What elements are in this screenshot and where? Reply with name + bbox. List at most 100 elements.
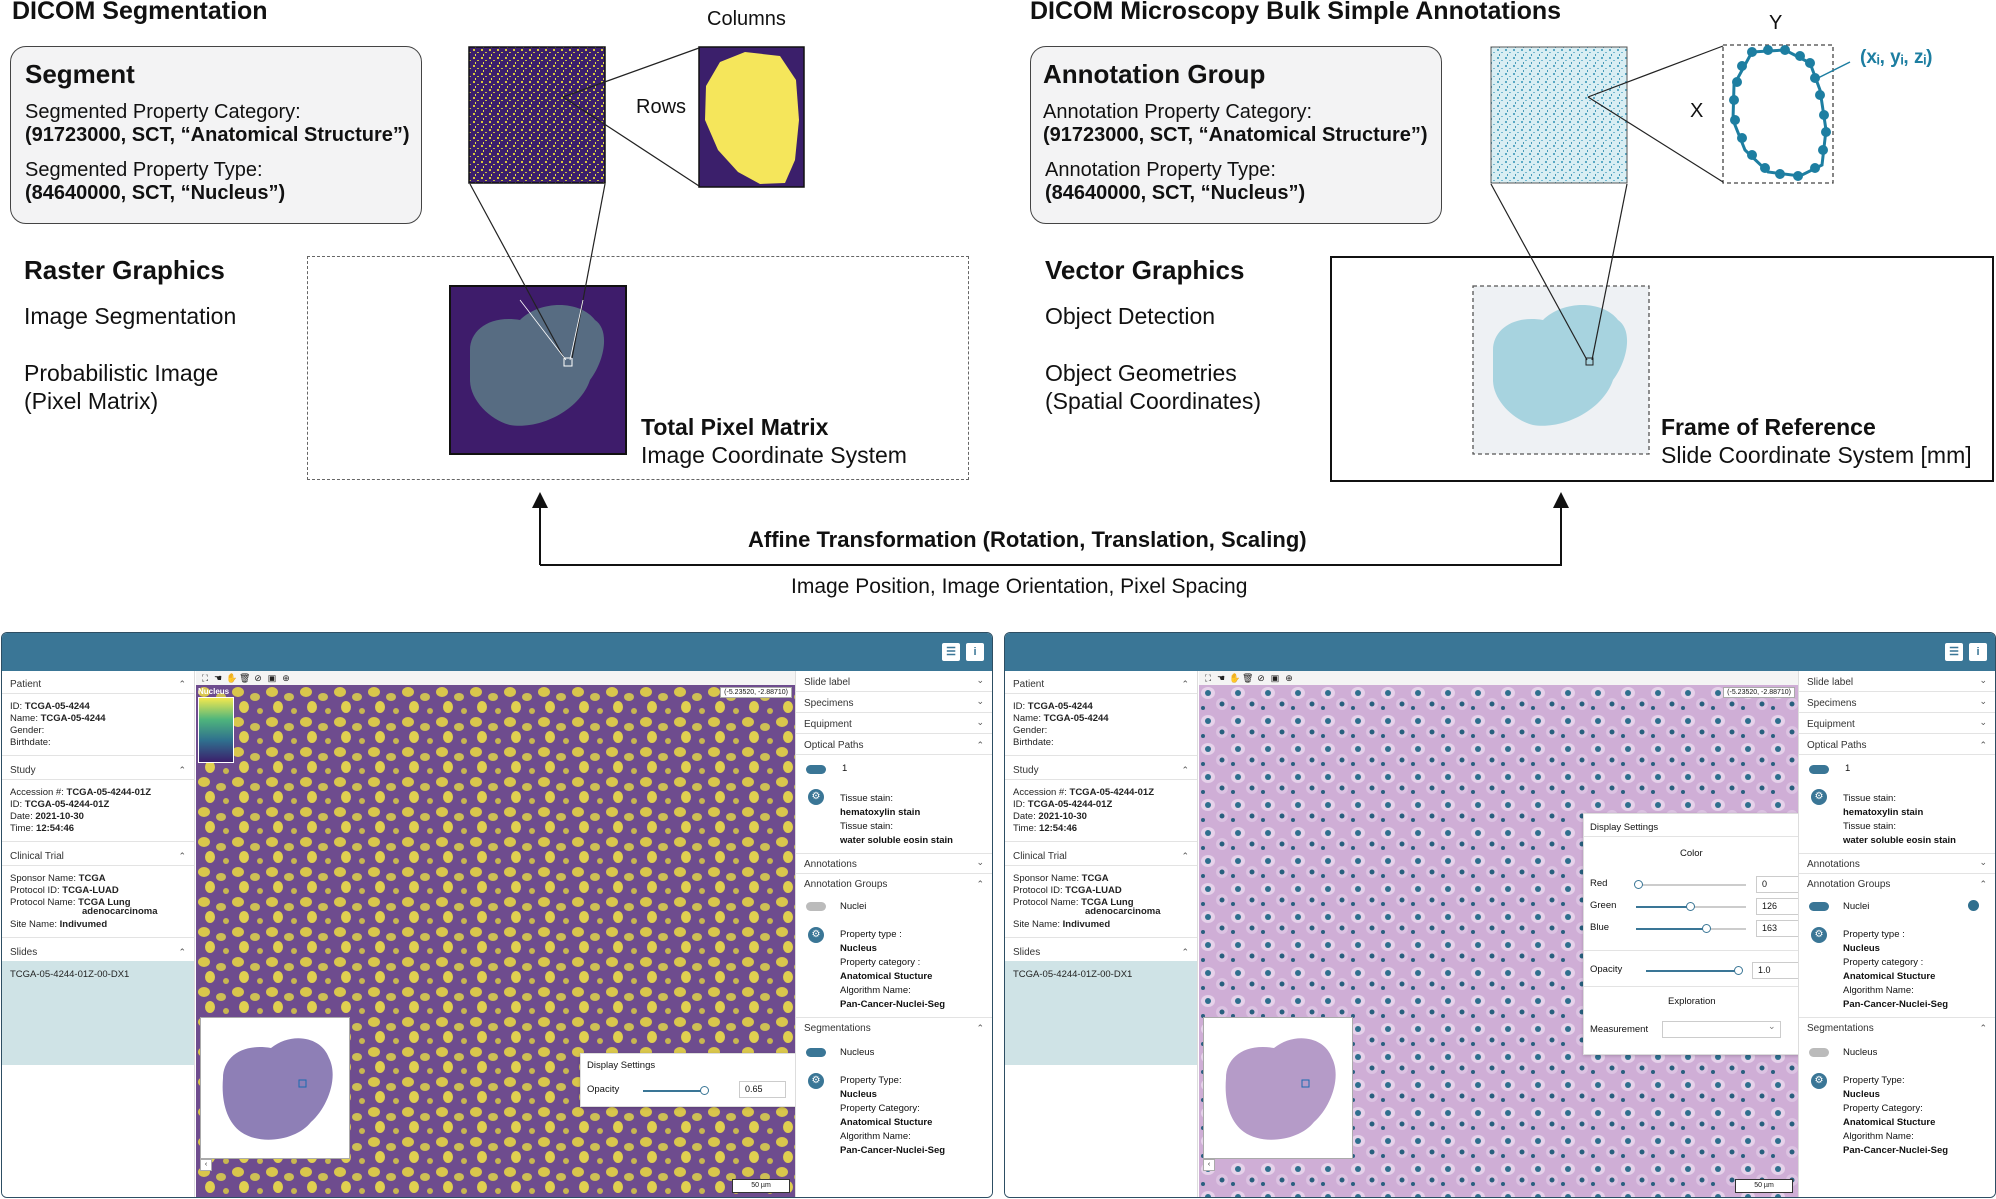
segmentations-section[interactable]: Segmentations [1807,1023,1874,1034]
seg-title: DICOM Segmentation [12,0,268,25]
annotations-section[interactable]: Annotations [1807,859,1860,870]
opacity-slider-knob[interactable] [700,1086,709,1095]
equipment-section[interactable]: Equipment [804,719,852,730]
chevron-up-icon[interactable]: ⌃ [1979,879,1987,889]
overview-map[interactable] [200,1017,350,1159]
chevron-up-icon[interactable]: ⌃ [976,740,984,750]
settings-gear-icon[interactable]: ⚙ [1811,1073,1827,1089]
hide-icon[interactable]: ⊘ [254,673,262,683]
info-icon[interactable]: i [1969,643,1987,661]
opacity-slider-knob[interactable] [1734,966,1743,975]
measurement-select[interactable] [1662,1021,1781,1038]
chevron-up-icon[interactable]: ⌃ [178,679,186,689]
trash-icon[interactable]: 🗑 [239,673,251,683]
segmentations-section[interactable]: Segmentations [804,1023,871,1034]
green-slider-knob[interactable] [1686,902,1695,911]
hand-icon[interactable]: ✋ [226,673,238,683]
segment-line-4: (84640000, SCT, “Nucleus”) [25,182,286,204]
annotations-section[interactable]: Annotations [804,859,857,870]
settings-gear-icon[interactable]: ⚙ [1811,789,1827,805]
image-viewport[interactable]: ⛶ ☚ ✋ 🗑 ⊘ ▣ ⊕ (-5.23520, -2.88710) [1199,671,1799,1197]
chevron-up-icon[interactable]: ⌃ [1979,740,1987,750]
specimens-section[interactable]: Specimens [1807,698,1857,709]
specimens-section[interactable]: Specimens [804,698,854,709]
optical-paths-section[interactable]: Optical Paths [1807,740,1867,751]
annotation-groups-section[interactable]: Annotation Groups [804,879,888,890]
nuclei-toggle[interactable] [806,902,826,911]
info-icon[interactable]: i [966,643,984,661]
chevron-up-icon[interactable]: ⌃ [976,879,984,889]
patient-section-title[interactable]: Patient [10,679,42,690]
chevron-down-icon[interactable]: ⌄ [976,675,984,685]
tissue-stain-value-2: water soluble eosin stain [840,835,953,846]
hide-icon[interactable]: ⊘ [1257,673,1265,683]
opacity-input[interactable]: 0.65 [739,1081,786,1098]
crosshair-icon[interactable]: ⊕ [282,673,290,683]
crosshair-icon[interactable]: ⊕ [1285,673,1293,683]
chevron-up-icon[interactable]: ⌃ [1181,947,1189,957]
slide-label-section[interactable]: Slide label [1807,677,1854,688]
chevron-up-icon[interactable]: ⌃ [178,851,186,861]
optical-path-toggle[interactable] [1809,765,1829,774]
settings-gear-icon[interactable]: ⚙ [808,1073,824,1089]
segmentation-toggle[interactable] [806,1048,826,1057]
hand-icon[interactable]: ✋ [1229,673,1241,683]
red-input[interactable]: 0 [1756,876,1799,893]
study-section-title[interactable]: Study [10,765,36,776]
clinical-trial-section-title[interactable]: Clinical Trial [1013,851,1067,862]
save-icon[interactable]: ▣ [1270,673,1280,683]
chevron-down-icon[interactable]: ⌄ [1768,1021,1776,1031]
slide-label-section[interactable]: Slide label [804,677,851,688]
slide-list-item[interactable]: TCGA-05-4244-01Z-00-DX1 [1005,961,1197,1065]
seg-prop-type-key: Property Type: [840,1075,902,1086]
collapse-overview-icon[interactable]: ‹ [1203,1159,1215,1171]
clinical-trial-section-title[interactable]: Clinical Trial [10,851,64,862]
blue-slider-knob[interactable] [1702,924,1711,933]
optical-paths-section[interactable]: Optical Paths [804,740,864,751]
optical-path-toggle[interactable] [806,765,826,774]
chevron-up-icon[interactable]: ⌃ [1181,765,1189,775]
zoom-icon[interactable]: ⛶ [1204,673,1212,683]
settings-gear-icon[interactable]: ⚙ [808,789,824,805]
overview-map[interactable] [1203,1017,1353,1159]
zoom-icon[interactable]: ⛶ [201,673,209,683]
study-section-title[interactable]: Study [1013,765,1039,776]
settings-gear-icon[interactable]: ⚙ [808,927,824,943]
chevron-up-icon[interactable]: ⌃ [1181,679,1189,689]
chevron-down-icon[interactable]: ⌄ [976,857,984,867]
pointer-icon[interactable]: ☚ [213,673,223,683]
chevron-down-icon[interactable]: ⌄ [976,717,984,727]
patient-section-title[interactable]: Patient [1013,679,1045,690]
chevron-down-icon[interactable]: ⌄ [1979,696,1987,706]
equipment-section[interactable]: Equipment [1807,719,1855,730]
opacity-input[interactable]: 1.0 [1752,962,1799,979]
slide-list-item[interactable]: TCGA-05-4244-01Z-00-DX1 [2,961,194,1065]
chevron-down-icon[interactable]: ⌄ [976,696,984,706]
pointer-icon[interactable]: ☚ [1216,673,1226,683]
annotation-groups-section[interactable]: Annotation Groups [1807,879,1891,890]
chevron-up-icon[interactable]: ⌃ [1979,1023,1987,1033]
nuclei-color-swatch[interactable] [1968,900,1979,911]
chevron-up-icon[interactable]: ⌃ [976,1023,984,1033]
chevron-up-icon[interactable]: ⌃ [178,947,186,957]
settings-gear-icon[interactable]: ⚙ [1811,927,1827,943]
list-icon[interactable]: ☰ [942,643,960,661]
segmentation-toggle[interactable] [1809,1048,1829,1057]
chevron-down-icon[interactable]: ⌄ [1979,675,1987,685]
list-icon[interactable]: ☰ [1945,643,1963,661]
chevron-up-icon[interactable]: ⌃ [1181,851,1189,861]
chevron-down-icon[interactable]: ⌄ [1979,857,1987,867]
collapse-overview-icon[interactable]: ‹ [200,1159,212,1171]
save-icon[interactable]: ▣ [267,673,277,683]
chevron-down-icon[interactable]: ⌄ [1979,717,1987,727]
nuclei-toggle[interactable] [1809,902,1829,911]
blue-input[interactable]: 163 [1756,920,1799,937]
image-viewport[interactable]: ⛶ ☚ ✋ 🗑 ⊘ ▣ ⊕ Nucleus (-5.23520, -2. [196,671,796,1197]
protocol-name-value: TCGA Lung [78,897,131,908]
chevron-up-icon[interactable]: ⌃ [178,765,186,775]
slides-section-title[interactable]: Slides [10,947,38,958]
trash-icon[interactable]: 🗑 [1242,673,1254,683]
slides-section-title[interactable]: Slides [1013,947,1041,958]
red-slider-knob[interactable] [1634,880,1643,889]
green-input[interactable]: 126 [1756,898,1799,915]
